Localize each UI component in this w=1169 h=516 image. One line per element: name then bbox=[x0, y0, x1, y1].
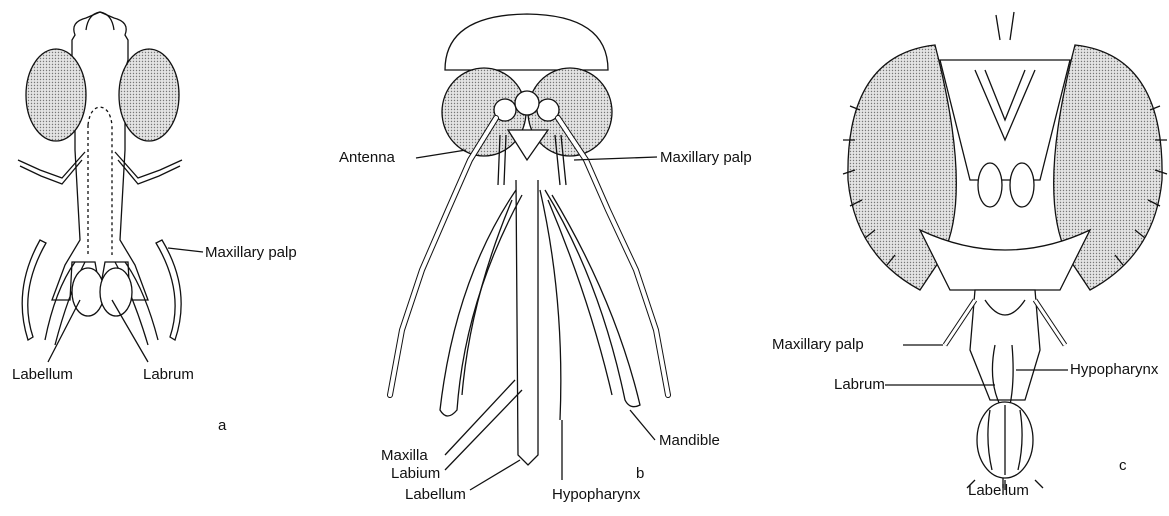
panel-b-drawing bbox=[390, 14, 668, 490]
panel-a-left-labellum bbox=[72, 268, 104, 316]
panel-b-letter: b bbox=[636, 466, 644, 481]
panel-a-labellum-label: Labellum bbox=[12, 367, 73, 382]
panel-a-right-eye bbox=[119, 49, 179, 141]
panel-a-right-labellum bbox=[100, 268, 132, 316]
panel-b-antenna-label: Antenna bbox=[339, 150, 395, 165]
panel-c-labellum-label: Labellum bbox=[968, 483, 1029, 498]
panel-b-right-mandible bbox=[545, 190, 640, 407]
panel-a-left-eye bbox=[26, 49, 86, 141]
panel-b-labellum-label: Labellum bbox=[405, 487, 466, 502]
panel-c-hypopharynx-label: Hypopharynx bbox=[1070, 362, 1158, 377]
panel-a-right-palp bbox=[156, 240, 181, 340]
panel-c-maxillary-palp-label: Maxillary palp bbox=[772, 337, 864, 352]
panel-a-letter: a bbox=[218, 418, 226, 433]
panel-b-mandible-label: Mandible bbox=[659, 433, 720, 448]
panel-b-hypopharynx-label: Hypopharynx bbox=[552, 487, 640, 502]
panel-c-drawing bbox=[843, 12, 1167, 490]
panel-b-labium-label: Labium bbox=[391, 466, 440, 481]
panel-a-drawing bbox=[18, 12, 203, 362]
panel-c-letter: c bbox=[1119, 458, 1127, 473]
panel-b-maxilla-label: Maxilla bbox=[381, 448, 428, 463]
panel-c-proboscis bbox=[970, 290, 1040, 400]
panel-b-maxillary-palp-label: Maxillary palp bbox=[660, 150, 752, 165]
panel-a-left-palp bbox=[22, 240, 46, 340]
panel-a-maxillary-palp-label: Maxillary palp bbox=[205, 245, 297, 260]
panel-a-labrum-label: Labrum bbox=[143, 367, 194, 382]
panel-c-labrum-label: Labrum bbox=[834, 377, 885, 392]
panel-b-head bbox=[445, 14, 608, 70]
panel-b-left-maxilla bbox=[440, 190, 522, 416]
panel-b-labium bbox=[516, 180, 538, 465]
